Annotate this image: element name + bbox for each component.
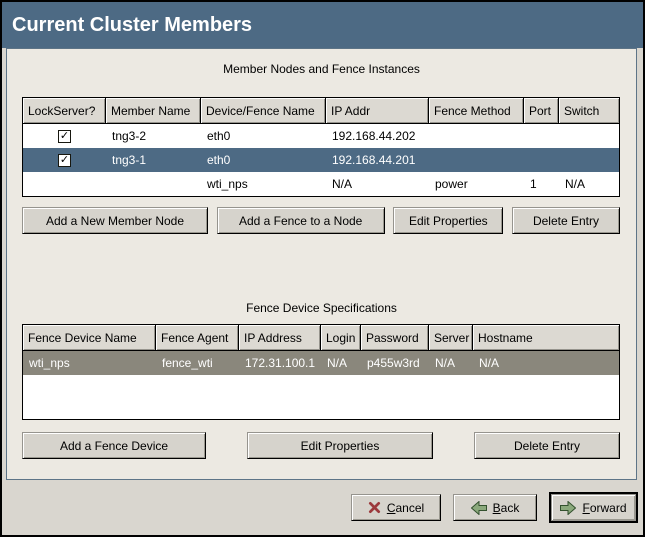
lockserver-cell-empty <box>23 172 106 196</box>
delete-entry-button[interactable]: Delete Entry <box>511 207 620 234</box>
port-cell: 1 <box>530 177 537 191</box>
device-cell: eth0 <box>207 129 231 143</box>
fence-device-row-selected[interactable]: wti_nps fence_wti 172.31.100.1 N/A p455w… <box>23 351 619 375</box>
column-header-device-fence[interactable]: Device/Fence Name <box>201 98 326 124</box>
fence-login-cell: N/A <box>327 356 348 370</box>
member-name-cell: tng3-1 <box>112 153 147 167</box>
cancel-button[interactable]: Cancel <box>351 494 441 521</box>
page-title: Current Cluster Members <box>12 13 253 36</box>
back-button[interactable]: Back <box>453 494 537 521</box>
column-header-fence-device-name[interactable]: Fence Device Name <box>23 325 156 351</box>
member-table-caption: Member Nodes and Fence Instances <box>223 62 420 76</box>
column-header-server[interactable]: Server <box>429 325 473 351</box>
member-name-cell <box>106 172 201 196</box>
member-table: LockServer? Member Name Device/Fence Nam… <box>22 97 620 197</box>
member-name-cell: tng3-2 <box>112 129 147 143</box>
lockserver-cell: ✓ <box>23 148 106 172</box>
ip-cell: 192.168.44.202 <box>332 129 416 143</box>
port-cell <box>524 124 559 148</box>
add-member-button[interactable]: Add a New Member Node <box>22 207 208 234</box>
member-row-wti-nps[interactable]: wti_nps N/A power 1 N/A <box>23 172 619 196</box>
fence-table-caption: Fence Device Specifications <box>246 301 397 315</box>
column-header-password[interactable]: Password <box>361 325 429 351</box>
fence-hostname-cell: N/A <box>479 356 500 370</box>
title-bar: Current Cluster Members <box>2 2 643 48</box>
back-label: Back <box>492 500 520 515</box>
port-cell <box>524 148 559 172</box>
member-button-row: Add a New Member Node Add a Fence to a N… <box>22 207 620 234</box>
cancel-x-icon <box>368 501 380 514</box>
edit-fence-properties-button[interactable]: Edit Properties <box>247 432 433 459</box>
arrow-left-icon <box>470 500 487 515</box>
member-row-tng3-1-selected[interactable]: ✓ tng3-1 eth0 192.168.44.201 <box>23 148 619 172</box>
fence-method-cell: power <box>435 177 468 191</box>
fence-method-cell <box>429 124 524 148</box>
column-header-switch[interactable]: Switch <box>559 98 619 124</box>
arrow-right-icon <box>560 500 577 515</box>
switch-cell <box>559 148 619 172</box>
checkmark-glyph: ✓ <box>59 129 70 142</box>
member-table-header: LockServer? Member Name Device/Fence Nam… <box>23 98 619 124</box>
column-header-ip-addr[interactable]: IP Addr <box>326 98 429 124</box>
fence-server-cell: N/A <box>435 356 456 370</box>
checkmark-glyph: ✓ <box>59 153 70 166</box>
fence-ip-cell: 172.31.100.1 <box>245 356 316 370</box>
fence-table-empty-area <box>23 375 619 419</box>
column-header-member-name[interactable]: Member Name <box>106 98 201 124</box>
add-fence-device-button[interactable]: Add a Fence Device <box>22 432 206 459</box>
delete-fence-entry-button[interactable]: Delete Entry <box>474 432 620 459</box>
column-header-ip-address[interactable]: IP Address <box>239 325 321 351</box>
fence-device-table: Fence Device Name Fence Agent IP Address… <box>22 324 620 420</box>
checkbox-checked-icon[interactable]: ✓ <box>58 129 71 143</box>
fence-table-header: Fence Device Name Fence Agent IP Address… <box>23 325 619 351</box>
column-header-port[interactable]: Port <box>524 98 559 124</box>
checkbox-checked-icon[interactable]: ✓ <box>58 153 71 167</box>
column-header-hostname[interactable]: Hostname <box>473 325 619 351</box>
lockserver-cell: ✓ <box>23 124 106 148</box>
member-row-tng3-2[interactable]: ✓ tng3-2 eth0 192.168.44.202 <box>23 124 619 148</box>
edit-properties-button[interactable]: Edit Properties <box>393 207 504 234</box>
switch-cell: N/A <box>565 177 586 191</box>
fence-agent-cell: fence_wti <box>162 356 213 370</box>
default-button-frame: Forward <box>549 492 638 523</box>
forward-button[interactable]: Forward <box>551 494 636 521</box>
column-header-fence-agent[interactable]: Fence Agent <box>156 325 239 351</box>
column-header-fence-method[interactable]: Fence Method <box>429 98 524 124</box>
column-header-login[interactable]: Login <box>321 325 361 351</box>
fence-password-cell: p455w3rd <box>367 356 420 370</box>
ip-cell: N/A <box>332 177 353 191</box>
ip-cell: 192.168.44.201 <box>332 153 416 167</box>
cancel-label: Cancel <box>386 500 425 515</box>
device-cell: eth0 <box>207 153 231 167</box>
fence-button-row: Add a Fence Device Edit Properties Delet… <box>22 432 620 459</box>
add-fence-button[interactable]: Add a Fence to a Node <box>216 207 385 234</box>
content-panel: Member Nodes and Fence Instances LockSer… <box>6 48 637 480</box>
switch-cell <box>559 124 619 148</box>
column-header-lockserver[interactable]: LockServer? <box>23 98 106 124</box>
footer-bar: Cancel Back Forward <box>2 480 643 535</box>
forward-label: Forward <box>582 500 627 515</box>
device-cell: wti_nps <box>207 177 248 191</box>
fence-method-cell <box>429 148 524 172</box>
fence-name-cell: wti_nps <box>29 356 70 370</box>
